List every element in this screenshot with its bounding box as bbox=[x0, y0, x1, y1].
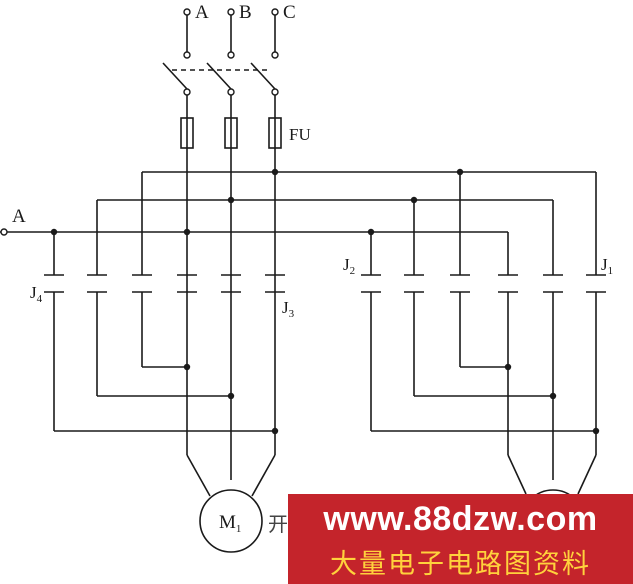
terminal-b bbox=[227, 8, 235, 16]
fuses bbox=[180, 95, 282, 149]
control-input-terminal bbox=[0, 228, 8, 236]
contacts-left bbox=[44, 274, 285, 293]
contacts-right bbox=[361, 274, 606, 293]
left-bus bbox=[0, 148, 596, 480]
watermark-banner: www.88dzw.com 大量电子电路图资料 bbox=[288, 494, 633, 584]
right-bus bbox=[370, 172, 597, 480]
watermark-subtitle: 大量电子电路图资料 bbox=[330, 549, 591, 580]
label-j1: J1 bbox=[601, 255, 613, 277]
watermark-url: www.88dzw.com bbox=[323, 500, 598, 538]
caption-fragment: 开 bbox=[268, 514, 288, 536]
label-j2: J2 bbox=[343, 255, 355, 277]
label-j3: J3 bbox=[282, 298, 295, 320]
switch-top-a bbox=[183, 51, 191, 59]
main-switch bbox=[162, 15, 276, 90]
switch-top-b bbox=[227, 51, 235, 59]
switch-bottom-a bbox=[183, 88, 191, 96]
label-j4: J4 bbox=[30, 283, 43, 305]
label-motor-m1: M1 bbox=[219, 512, 241, 535]
terminal-a bbox=[183, 8, 191, 16]
label-phase-c: C bbox=[283, 2, 296, 23]
label-fuse: FU bbox=[289, 125, 311, 144]
motor-m1: M1 bbox=[186, 454, 276, 553]
switch-bottom-c bbox=[271, 88, 279, 96]
label-phase-a: A bbox=[195, 2, 209, 23]
label-control-input: A bbox=[12, 206, 26, 227]
junctions bbox=[50, 168, 600, 435]
switch-bottom-b bbox=[227, 88, 235, 96]
terminal-c bbox=[271, 8, 279, 16]
switch-top-c bbox=[271, 51, 279, 59]
label-phase-b: B bbox=[239, 2, 252, 23]
